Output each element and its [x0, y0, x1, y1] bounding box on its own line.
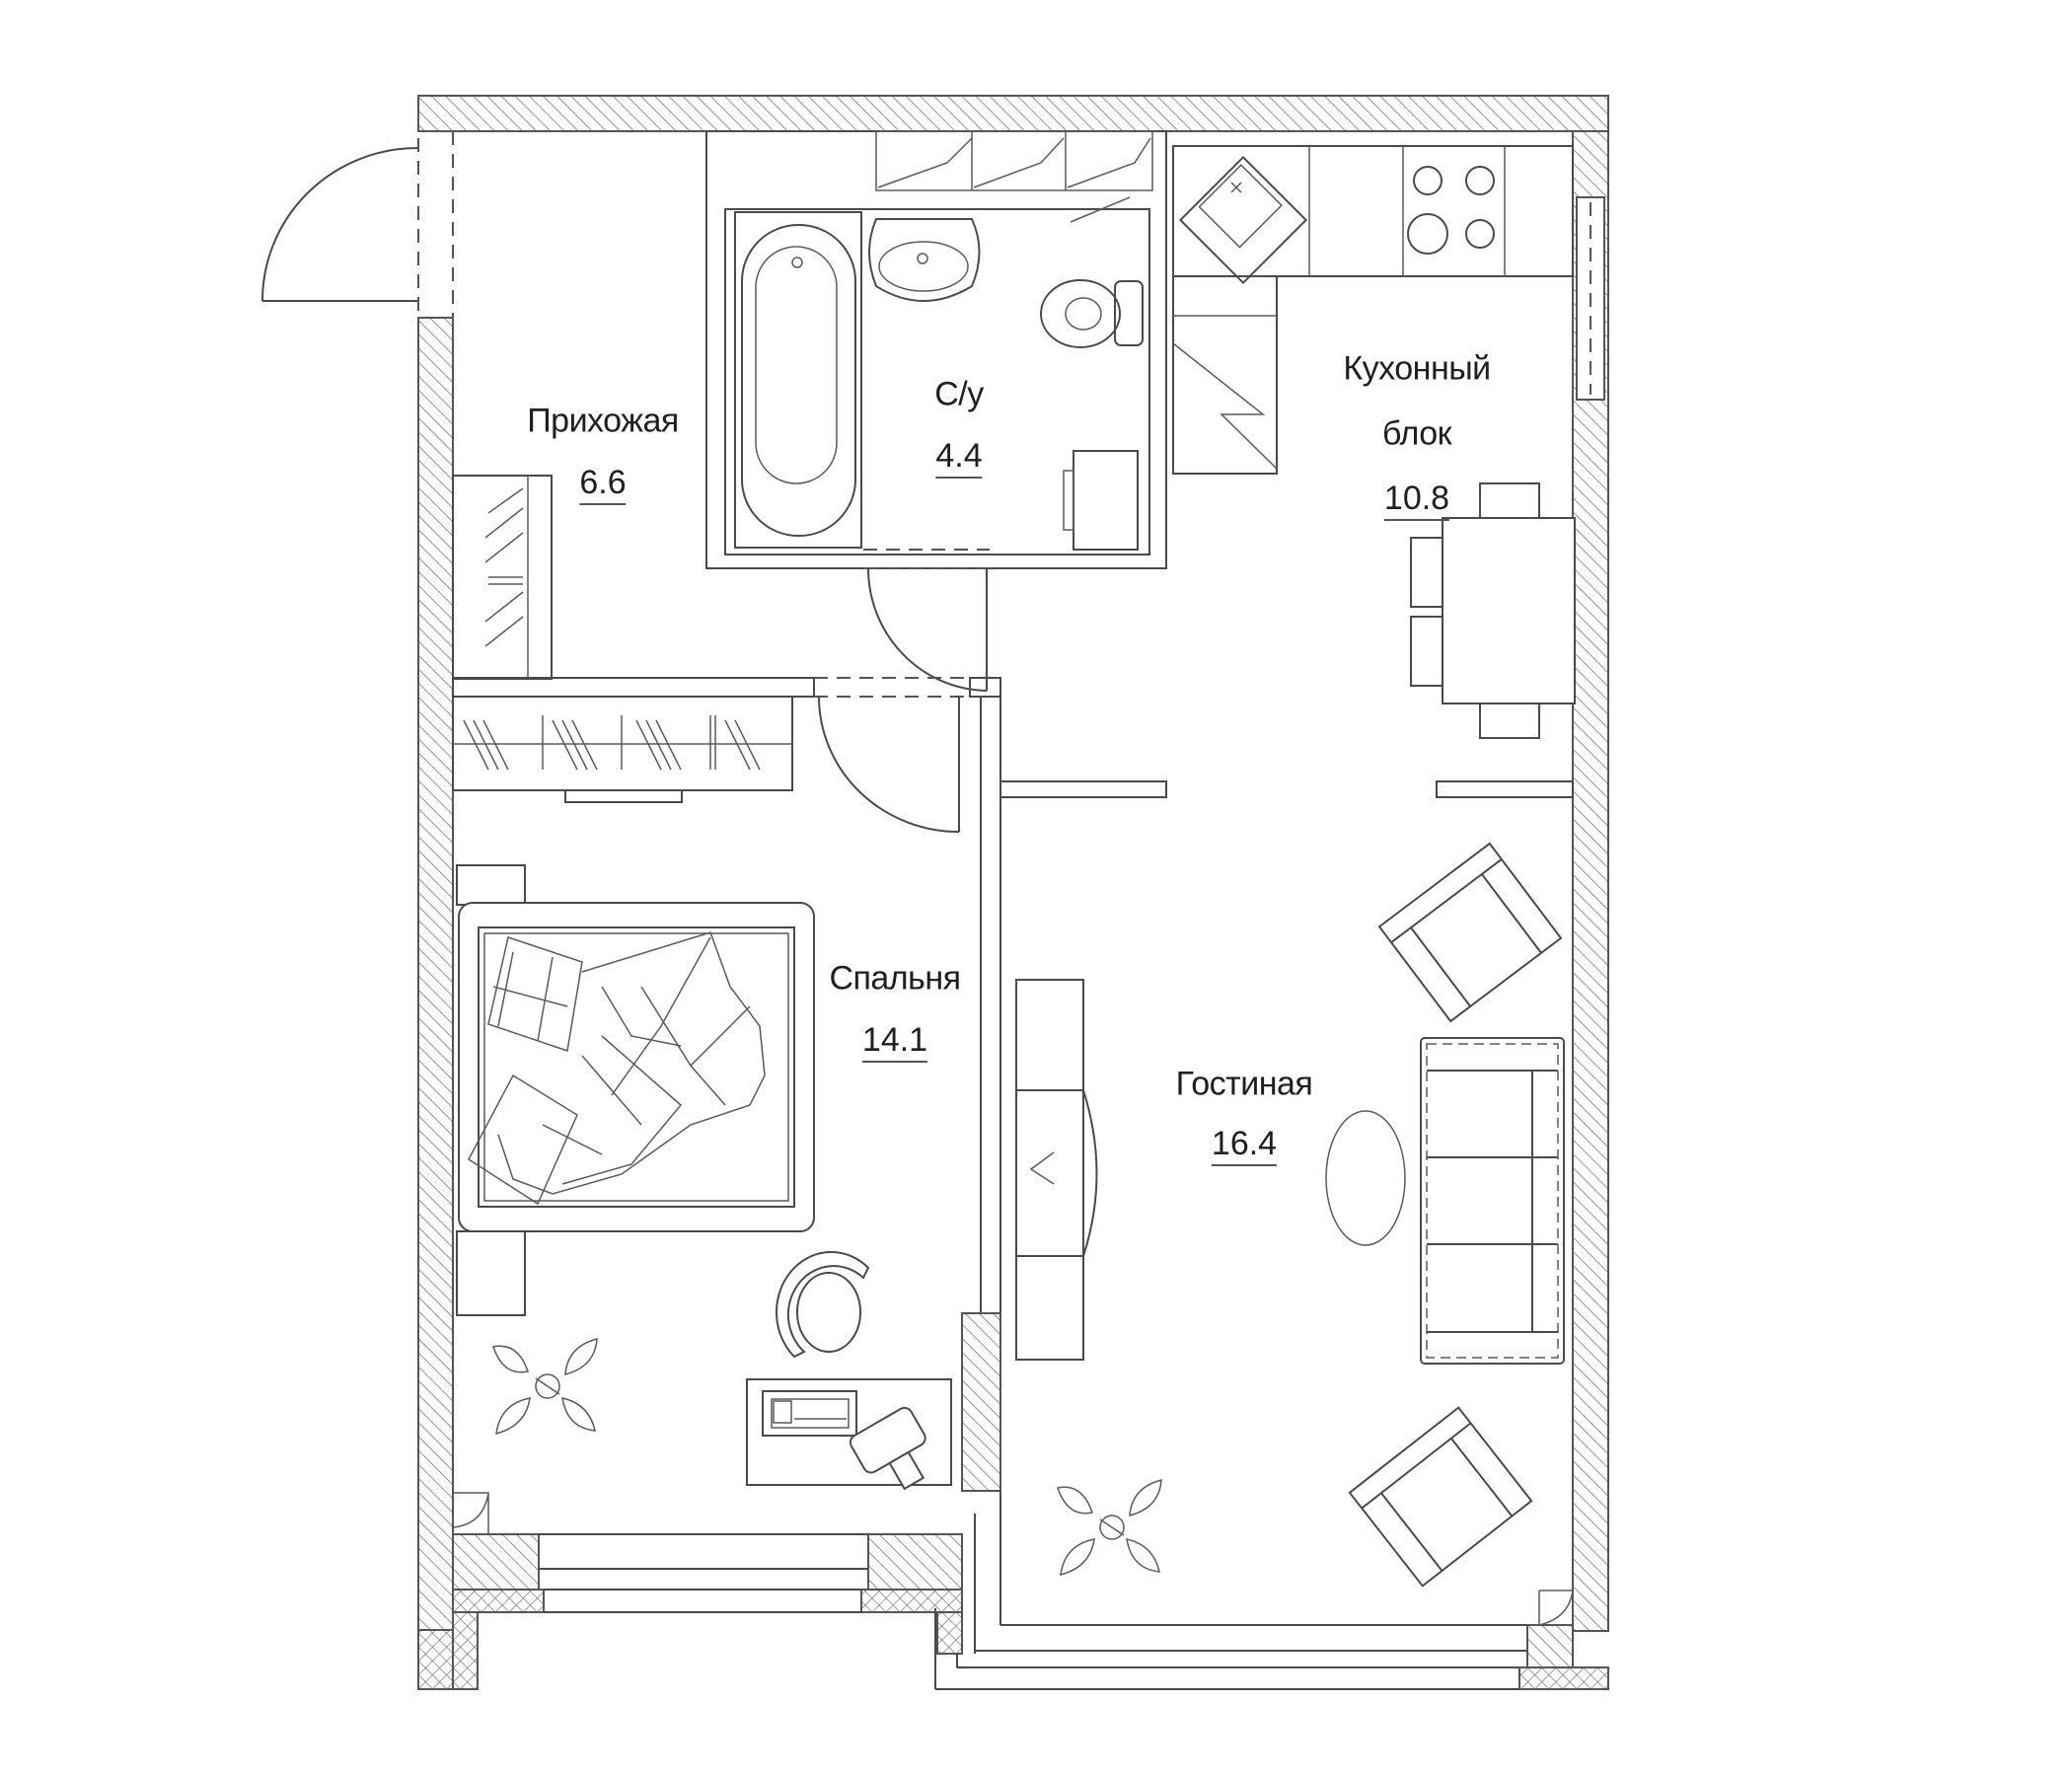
dining-chair — [1479, 703, 1540, 739]
bathroom-area: 4.4 — [935, 439, 983, 479]
plant — [492, 1338, 598, 1436]
left-wall — [417, 317, 454, 1631]
bedroom-label: Спальня — [829, 959, 961, 998]
dining-table — [1410, 482, 1576, 739]
wardrobe — [452, 696, 793, 803]
hall-shelf — [452, 475, 553, 680]
bedroom-window — [452, 1492, 963, 1690]
armchair — [1377, 842, 1563, 1023]
sofa — [1420, 1037, 1565, 1365]
bathroom-label: С/у — [934, 375, 984, 413]
double-bed — [458, 902, 815, 1232]
bedroom-area: 14.1 — [861, 1023, 928, 1063]
rug — [1325, 1110, 1406, 1246]
top-wall — [417, 95, 1609, 132]
desk-chair — [849, 1406, 926, 1491]
kitchen-label: Кухонный — [1343, 349, 1491, 388]
kitchen-area: 10.8 — [1383, 481, 1450, 521]
partitions — [452, 677, 1574, 1492]
bathtub — [734, 211, 862, 549]
right-wall-base — [1518, 1666, 1609, 1690]
dining-chair — [1479, 482, 1540, 519]
vanity-chair — [776, 1250, 870, 1359]
kitchen-label-line2: блок — [1382, 414, 1451, 453]
tv-unit — [1015, 979, 1098, 1361]
cooktop[interactable] — [1407, 166, 1495, 255]
toilet[interactable] — [1040, 279, 1144, 348]
kitchen-counter — [1172, 145, 1574, 475]
hallway-area: 6.6 — [579, 466, 627, 505]
living-room-label: Гостиная — [1175, 1065, 1313, 1103]
entrance-door[interactable] — [261, 131, 454, 318]
living-room-area: 16.4 — [1211, 1127, 1278, 1166]
bedroom-door[interactable] — [818, 696, 960, 833]
hallway-label: Прихожая — [527, 402, 679, 440]
dining-chair — [1410, 616, 1443, 687]
armchair — [1348, 1406, 1533, 1588]
dining-chair — [1410, 537, 1443, 608]
nightstand — [456, 864, 526, 1316]
desk — [746, 1378, 952, 1491]
washing-machine — [1063, 450, 1139, 551]
living-window — [934, 1491, 1574, 1690]
kitchen-window — [1576, 196, 1605, 401]
washbasin — [868, 218, 981, 302]
kitchen-sink[interactable] — [1178, 155, 1308, 285]
bathroom-door[interactable] — [863, 549, 990, 692]
plant — [1057, 1479, 1162, 1577]
bathroom — [705, 130, 1167, 692]
